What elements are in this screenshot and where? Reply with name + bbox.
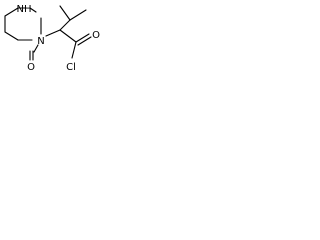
atom-label-cl: Cl (66, 62, 76, 73)
atom-label-n: N (37, 36, 44, 47)
side-chain-bonds (45, 5, 87, 59)
chemical-structure-diagram: NH N O O Cl (4, 4, 100, 73)
bond-n-alpha-carbon (45, 29, 61, 37)
atom-label-nh: NH (17, 4, 32, 15)
bond-isopropyl-methyl-a (59, 5, 71, 21)
bond-ring-top-left (4, 7, 19, 17)
bond-ring-bottom-left (4, 31, 19, 41)
ring-bonds (4, 7, 42, 53)
bond-alpha-isopropyl-ch (59, 19, 71, 31)
bond-acyl-c-cl (71, 41, 77, 59)
atom-label-acyl-o: O (92, 30, 100, 41)
bond-isopropyl-methyl-b (69, 9, 87, 21)
bond-alpha-acyl-carbon (59, 29, 77, 43)
atom-label-urea-o: O (27, 62, 35, 73)
bond-ring-c2-n (33, 44, 39, 53)
acyl-carbonyl-bonds (75, 33, 92, 46)
bond-ring-c2-nh (29, 7, 37, 13)
bond-acyl-c-o-a (75, 33, 90, 43)
urea-carbonyl-bonds (29, 50, 34, 61)
bond-acyl-c-o-b (77, 36, 92, 46)
